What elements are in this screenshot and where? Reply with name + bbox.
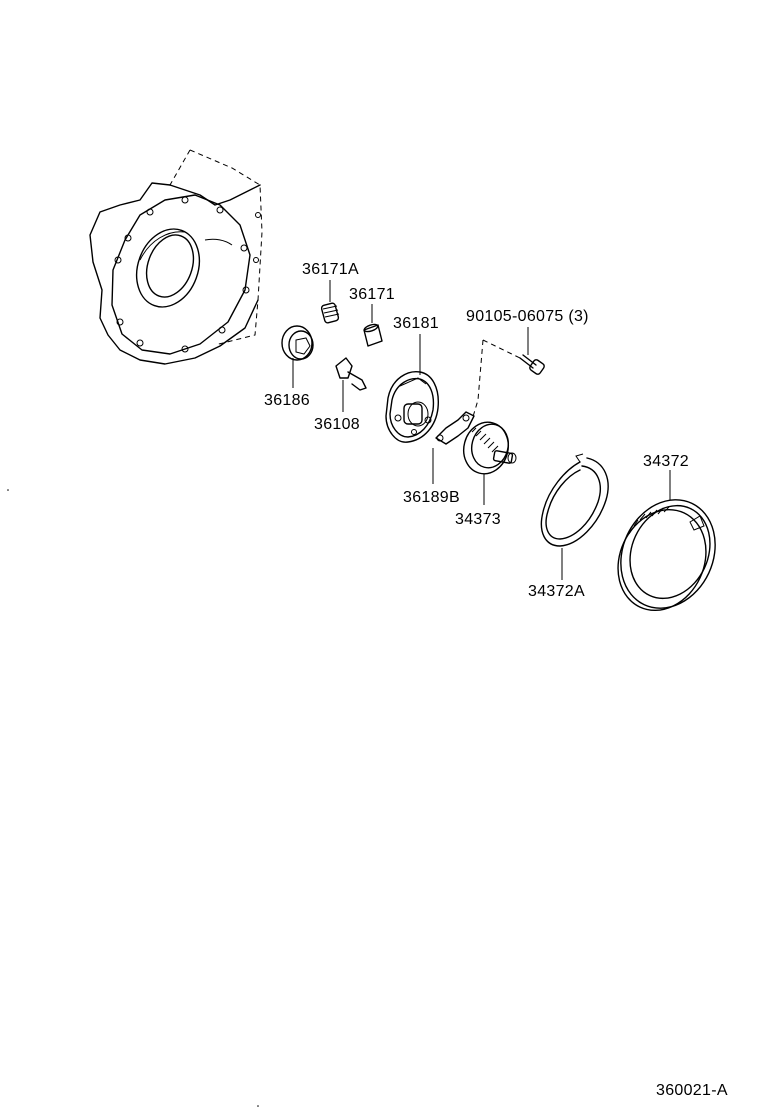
part-labels: 36171A 36171 36181 90105-06075 (3) 36186…: [264, 261, 728, 1099]
figure-code: 360021-A: [656, 1082, 728, 1099]
label-34372: 34372: [643, 453, 689, 470]
part-90105-06075-bolt: [471, 327, 545, 421]
part-34373-gear: [463, 421, 517, 505]
part-34372A-snap-ring: [540, 453, 609, 580]
part-36189B-plate: [432, 411, 475, 484]
part-36171A-spring: [320, 280, 340, 324]
label-90105-06075: 90105-06075 (3): [466, 308, 589, 325]
part-34372-ring-gear: [617, 470, 716, 612]
transmission-housing: [89, 149, 263, 365]
label-34373: 34373: [455, 511, 501, 528]
part-36171-pin: [363, 304, 383, 347]
part-36108-shaft: [335, 357, 367, 412]
label-36186: 36186: [264, 392, 310, 409]
part-36181-pump-body: [385, 334, 439, 443]
part-36186-rotor: [281, 325, 314, 388]
label-36189B: 36189B: [403, 489, 460, 506]
label-36108: 36108: [314, 416, 360, 433]
label-36181: 36181: [393, 315, 439, 332]
label-34372A: 34372A: [528, 583, 585, 600]
label-36171: 36171: [349, 286, 395, 303]
label-36171A: 36171A: [302, 261, 359, 278]
